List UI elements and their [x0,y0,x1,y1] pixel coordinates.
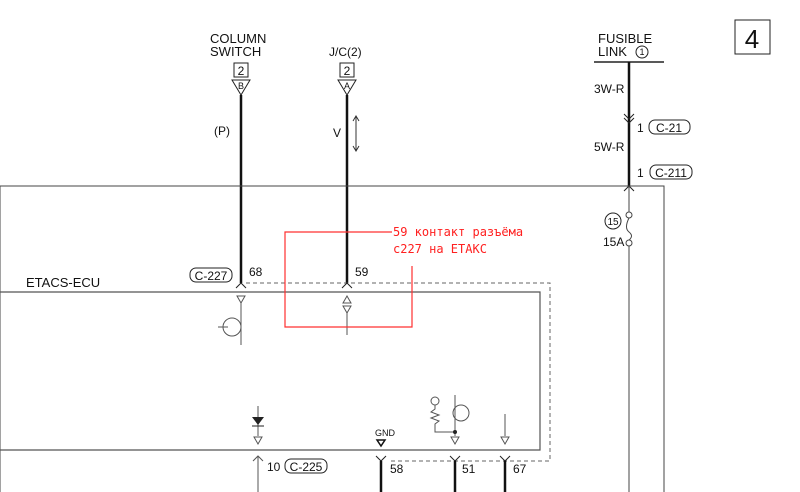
pin-59: 59 [355,265,369,279]
fusible-link-title-2: LINK [598,44,627,59]
junction-connector: J/C(2) 2 A V [329,45,362,283]
wire-5w-r: 5W-R [594,140,625,154]
fuse-icon [625,211,633,247]
connector-c21: C-21 [656,121,682,135]
column-switch-connector-num: 2 [238,64,245,78]
fuse-rating: 15A [603,235,624,249]
column-switch-title-2: SWITCH [210,44,261,59]
junction-wire-color: V [333,126,341,140]
fuse-number: 15 [607,217,619,228]
transistor-resistor-icon [429,395,470,446]
fusible-link-title: FUSIBLE [598,31,653,46]
page-number: 4 [745,24,759,54]
junction-connector-num: 2 [344,64,351,78]
gnd-label: GND [375,428,396,438]
column-switch: COLUMN SWITCH 2 B (P) [210,31,266,283]
etacs-ecu: ETACS-ECU C-227 68 59 GND [0,265,551,492]
column-switch-title: COLUMN [210,31,266,46]
bidirectional-arrow-icon [352,115,360,152]
junction-title: J/C(2) [329,45,362,59]
c211-pin: 1 [637,166,644,180]
connector-c211: C-211 [655,166,687,180]
connector-c227: C-227 [195,269,228,283]
fusible-link: FUSIBLE LINK 1 3W-R 1 C-21 5W-R 1 C-211 … [0,31,693,492]
column-switch-pin: B [238,81,244,91]
ecu-title: ETACS-ECU [26,275,100,290]
pin-51: 51 [462,462,476,476]
pin-10: 10 [267,460,281,474]
column-switch-wire-color: (P) [214,124,230,138]
wire-3w-r: 3W-R [594,82,625,96]
annotation: 59 контакт разъёма c227 на ЕТАКС [284,225,523,328]
junction-pin: A [344,81,350,91]
annotation-box [284,231,413,328]
pin-67: 67 [513,462,527,476]
page-number-box: 4 [734,19,771,55]
diode-icon [252,406,264,446]
connector-c225: C-225 [290,460,323,474]
annotation-line-2: c227 на ЕТАКС [393,242,487,256]
pin-68: 68 [249,265,263,279]
c21-pin: 1 [637,121,644,135]
pin-58: 58 [390,462,404,476]
annotation-line-1: 59 контакт разъёма [393,225,523,239]
fusible-link-number: 1 [639,47,644,57]
